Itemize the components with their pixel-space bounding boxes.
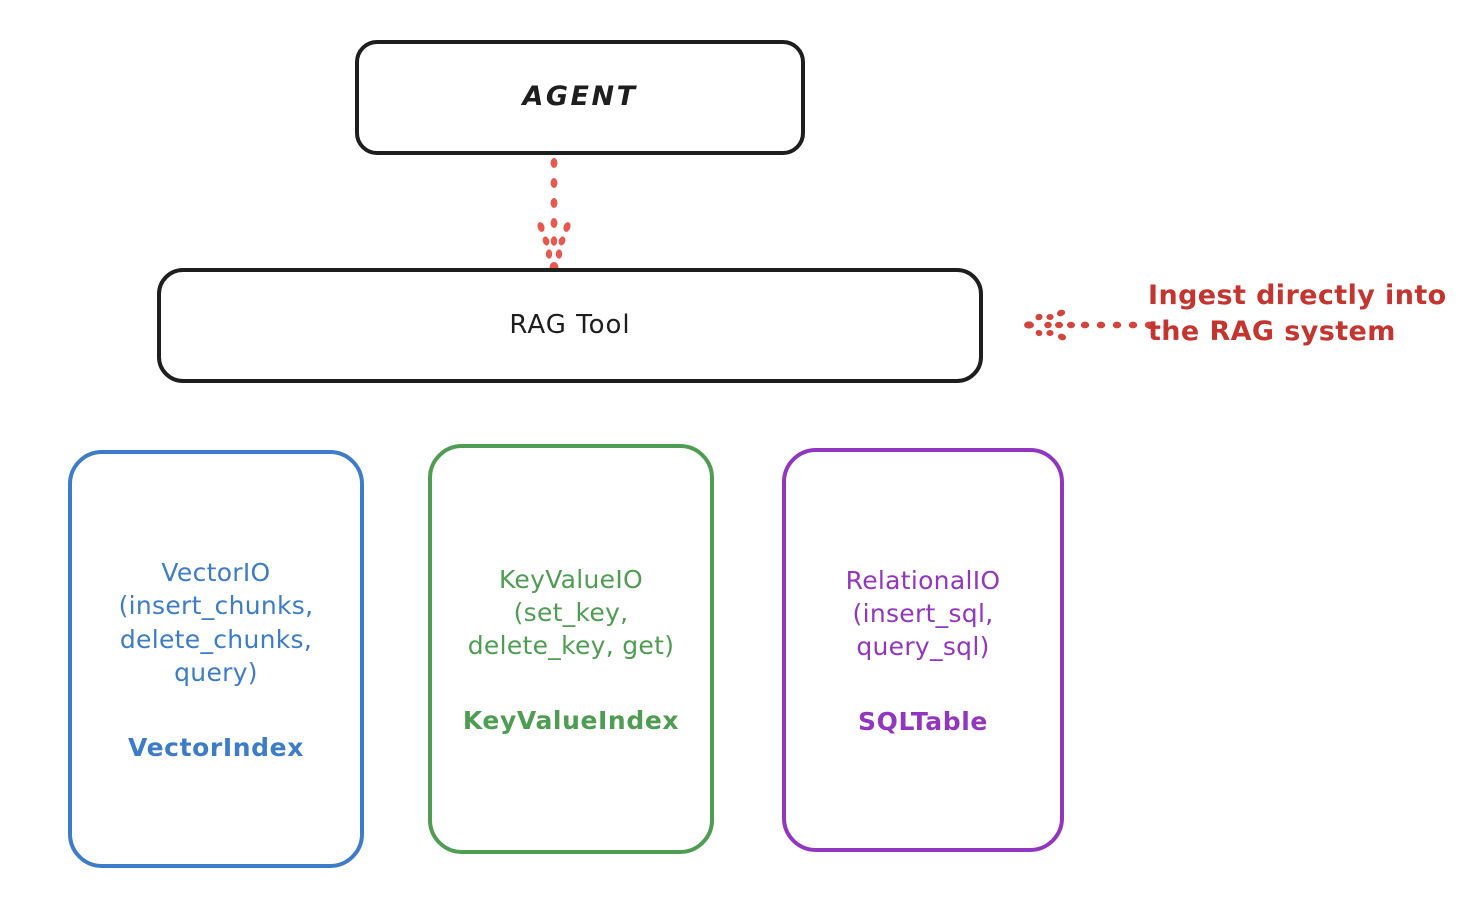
agent-node-label: AGENT [522, 81, 638, 113]
vector-index-label: VectorIndex [128, 733, 304, 762]
vector-io-api-label: VectorIO (insert_chunks, delete_chunks, … [118, 558, 314, 687]
key-value-io-api-label: KeyValueIO (set_key, delete_key, get) [467, 564, 675, 661]
ingest-annotation-text: Ingest directly into the RAG system [1148, 280, 1447, 347]
sql-table-label: SQLTable [858, 707, 988, 737]
ingest-arrow [1024, 309, 1154, 341]
agent-to-rag-tool-arrow [537, 158, 571, 272]
agent-node[interactable]: AGENT [355, 40, 805, 155]
key-value-index-label: KeyValueIndex [462, 706, 680, 736]
key-value-io-node[interactable]: KeyValueIO (set_key, delete_key, get) Ke… [428, 444, 714, 854]
vector-io-node[interactable]: VectorIO (insert_chunks, delete_chunks, … [68, 450, 364, 868]
rag-tool-node-label: RAG Tool [509, 309, 631, 340]
relational-io-api-label: RelationalIO (insert_sql, query_sql) [845, 565, 1001, 662]
rag-tool-node[interactable]: RAG Tool [157, 268, 983, 383]
relational-io-node[interactable]: RelationalIO (insert_sql, query_sql) SQL… [782, 448, 1064, 852]
